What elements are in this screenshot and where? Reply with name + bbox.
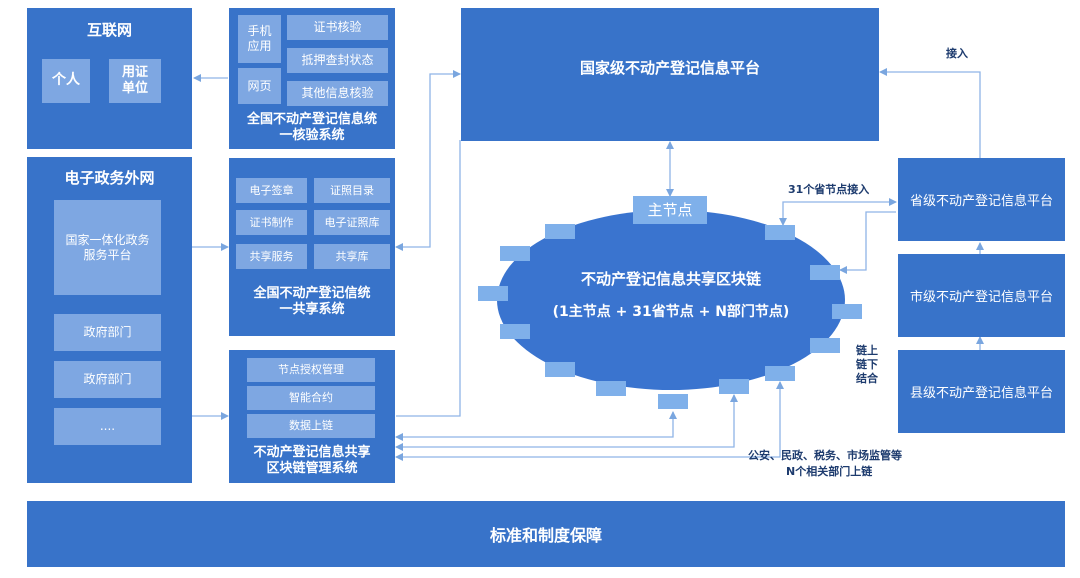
chain-node <box>765 225 795 240</box>
chain-node <box>658 394 688 409</box>
chain-node <box>500 324 530 339</box>
mortgage-query-box: 抵押查封状态 <box>287 48 388 73</box>
national-platform-title: 国家级不动产登记信息平台 <box>579 59 760 77</box>
gov-extranet-panel: 电子政务外网 国家一体化政务服务平台 政府部门 政府部门 .... <box>27 157 192 483</box>
standards-bar: 标准和制度保障 <box>27 501 1065 567</box>
gov-extranet-title: 电子政务外网 <box>64 169 155 187</box>
share-system-panel: 电子签章 证照目录 证书制作 电子证照库 共享服务 共享库 全国不动产登记信统一… <box>229 158 395 336</box>
org-unit-box: 用证单位 <box>109 59 161 103</box>
chain-node <box>545 362 575 377</box>
blockchain-title: 不动产登记信息共享区块链 <box>580 270 761 288</box>
web-page-box: 网页 <box>238 68 281 104</box>
province-access-label: 31个省节点接入 <box>788 183 870 196</box>
cert-verify-box: 证书核验 <box>287 15 388 40</box>
chain-node <box>478 286 508 301</box>
county-platform-box: 县级不动产登记信息平台 <box>898 350 1065 433</box>
integrated-platform-box: 国家一体化政务服务平台 <box>54 200 161 295</box>
cert-catalog-box: 证照目录 <box>314 178 390 203</box>
verify-system-title: 全国不动产登记信息统一核验系统 <box>247 112 378 143</box>
national-platform-box: 国家级不动产登记信息平台 <box>461 8 879 141</box>
chain-node <box>765 366 795 381</box>
chain-mgmt-title: 不动产登记信息共享区块链管理系统 <box>253 445 371 476</box>
share-lib-box: 共享库 <box>314 244 390 269</box>
cert-make-box: 证书制作 <box>236 210 307 235</box>
e-seal-box: 电子签章 <box>236 178 307 203</box>
gov-dept-box-1: 政府部门 <box>54 314 161 351</box>
mobile-app-box: 手机应用 <box>238 15 281 63</box>
chain-node <box>810 265 840 280</box>
internet-panel: 互联网 个人 用证单位 <box>27 8 192 149</box>
blockchain-subtitle: (1主节点 + 31省节点 + N部门节点) <box>552 304 790 320</box>
access-label: 接入 <box>946 47 968 60</box>
chain-node <box>596 381 626 396</box>
departments-label-line1: 公安、民政、税务、市场监管等 <box>748 449 902 462</box>
e-cert-lib-box: 电子证照库 <box>314 210 390 235</box>
on-off-chain-label: 链上链下结合 <box>856 344 878 385</box>
gov-dept-box-2: 政府部门 <box>54 361 161 398</box>
departments-label-line2: N个相关部门上链 <box>786 465 873 478</box>
chain-mgmt-panel: 节点授权管理 智能合约 数据上链 不动产登记信息共享区块链管理系统 <box>229 350 395 483</box>
verify-system-panel: 手机应用 网页 证书核验 抵押查封状态 其他信息核验 全国不动产登记信息统一核验… <box>229 8 395 149</box>
main-node-box: 主节点 <box>633 196 707 224</box>
data-upload-box: 数据上链 <box>247 414 375 438</box>
city-platform-box: 市级不动产登记信息平台 <box>898 254 1065 337</box>
share-system-title: 全国不动产登记信统一共享系统 <box>253 286 371 317</box>
chain-node <box>545 224 575 239</box>
more-dept-box: .... <box>54 408 161 445</box>
share-service-box: 共享服务 <box>236 244 307 269</box>
blockchain-ellipse <box>497 210 845 390</box>
internet-title: 互联网 <box>86 21 132 39</box>
chain-node <box>810 338 840 353</box>
chain-node <box>832 304 862 319</box>
chain-node <box>719 379 749 394</box>
chain-node <box>500 246 530 261</box>
node-auth-box: 节点授权管理 <box>247 358 375 382</box>
smart-contract-box: 智能合约 <box>247 386 375 410</box>
personal-box: 个人 <box>42 59 90 103</box>
provincial-platform-box: 省级不动产登记信息平台 <box>898 158 1065 241</box>
other-verify-box: 其他信息核验 <box>287 81 388 106</box>
